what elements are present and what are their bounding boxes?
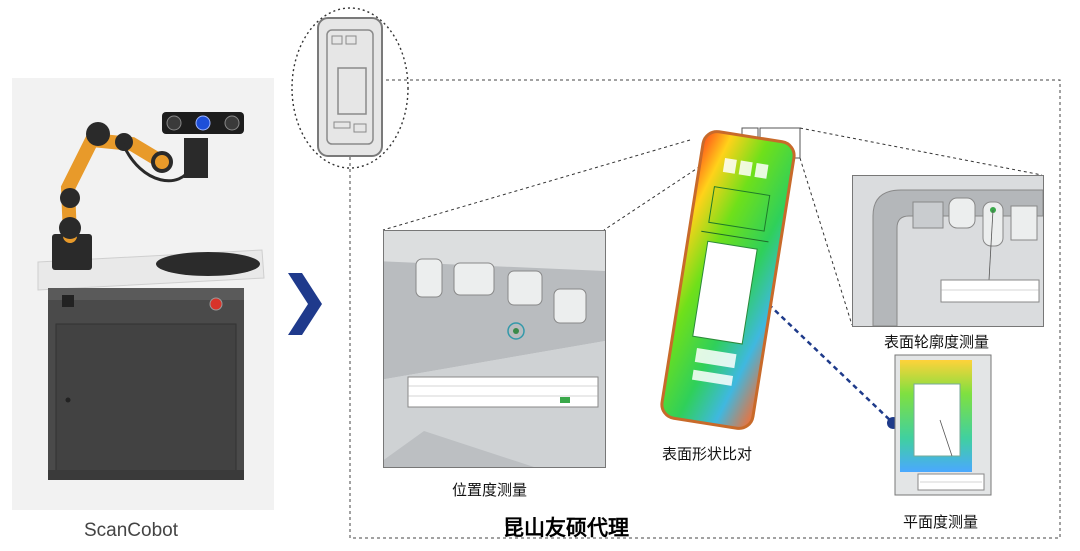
surface-compare-part [660,130,796,430]
position-detail-render [384,231,605,467]
chevron-right-icon [288,273,322,335]
position-measurement-label: 位置度测量 [452,481,528,499]
profile-detail-render [853,176,1043,326]
dashed-frame [349,79,1061,539]
surface-compare-label: 表面形状比对 [662,445,753,463]
emergency-stop-icon [209,297,223,311]
robot-base [52,234,92,270]
phone-frame-thumbnail [317,17,383,157]
profile-measurement-label: 表面轮廓度测量 [884,333,990,351]
flatness-panel [894,354,992,496]
profile-zoom-panel [852,175,1044,327]
agent-watermark-text: 昆山友硕代理 [503,516,629,540]
profile-result-table [940,279,1040,303]
flatness-connector [761,297,894,424]
scancobot-illustration [37,112,265,480]
position-zoom-panel [383,230,606,468]
product-caption: ScanCobot [84,520,179,541]
flatness-measurement-label: 平面度测量 [903,513,979,531]
turntable [156,252,260,276]
thumbnail-highlight [291,7,409,169]
power-switch-icon [62,295,74,307]
